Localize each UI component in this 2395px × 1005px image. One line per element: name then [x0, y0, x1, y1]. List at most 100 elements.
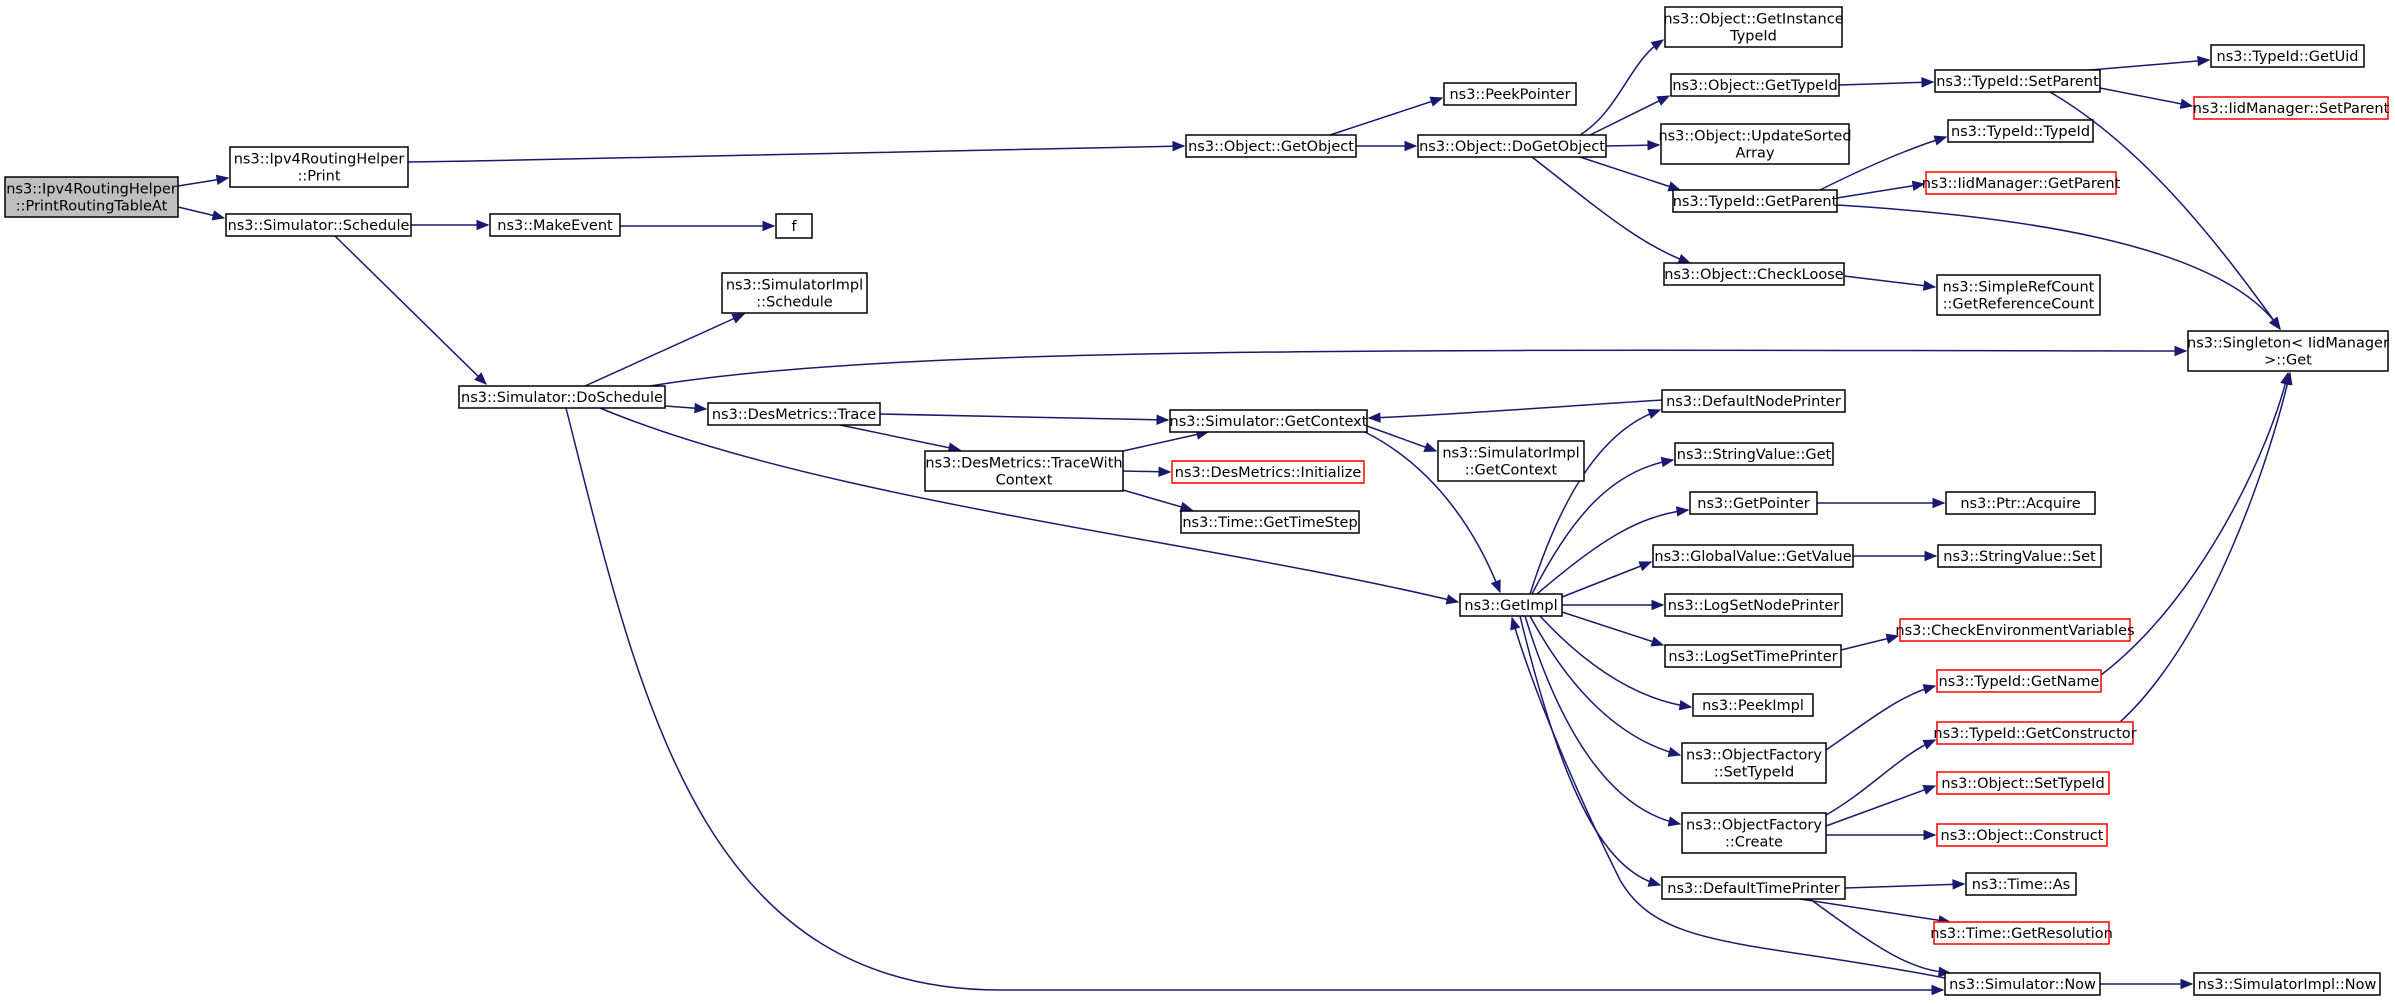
edge-getimpl-to-objfactcreate — [1524, 615, 1682, 827]
node-getrefcount[interactable]: ns3::SimpleRefCount::GetReferenceCount — [1936, 274, 2101, 316]
node-label: ns3::Object::GetInstance — [1663, 12, 1843, 28]
node-destrace[interactable]: ns3::DesMetrics::Trace — [707, 402, 881, 426]
edge-deftimeprinter-to-timegetres — [1799, 898, 1952, 926]
node-ptracquire[interactable]: ns3::Ptr::Acquire — [1945, 491, 2096, 515]
node-label: ns3::Ipv4RoutingHelper — [234, 152, 405, 168]
edge-line — [1329, 97, 1443, 136]
edge-getobject-to-dogetobject — [1356, 140, 1418, 152]
node-gettimestep[interactable]: ns3::Time::GetTimeStep — [1180, 510, 1360, 534]
node-label: ns3::DesMetrics::Initialize — [1175, 465, 1362, 481]
node-getimpl[interactable]: ns3::GetImpl — [1459, 593, 1563, 617]
edge-arrowhead — [211, 210, 226, 221]
node-box — [1169, 409, 1368, 433]
node-strvalget[interactable]: ns3::StringValue::Get — [1674, 442, 1834, 466]
node-typeidgetctor[interactable]: ns3::TypeId::GetConstructor — [1933, 721, 2137, 745]
node-label: ns3::Object::DoGetObject — [1419, 139, 1605, 155]
node-label: ns3::GlobalValue::GetValue — [1654, 549, 1851, 565]
edge-line — [599, 407, 1459, 603]
node-label: ns3::Time::As — [1972, 877, 2070, 893]
node-box — [721, 272, 868, 314]
node-deftimeprinter[interactable]: ns3::DefaultTimePrinter — [1661, 876, 1846, 900]
node-schedule[interactable]: ns3::Simulator::Schedule — [225, 213, 412, 237]
node-getcontext[interactable]: ns3::Simulator::GetContext — [1169, 409, 1368, 433]
node-typeidgetparent[interactable]: ns3::TypeId::GetParent — [1672, 189, 1838, 213]
edge-ipv4print-to-getobject — [407, 140, 1186, 163]
node-label: TypeId — [1729, 29, 1777, 45]
edge-schedule-to-doschedule — [334, 235, 487, 385]
edge-line — [1561, 611, 1664, 646]
edge-getimpl-to-deftimeprinter — [1519, 615, 1662, 887]
node-timegetres[interactable]: ns3::Time::GetResolution — [1930, 921, 2113, 945]
edge-line — [2049, 91, 2281, 330]
node-f[interactable]: f — [775, 213, 813, 239]
node-root[interactable]: ns3::Ipv4RoutingHelper::PrintRoutingTabl… — [4, 176, 179, 218]
node-typeidctor[interactable]: ns3::TypeId::TypeId — [1947, 119, 2094, 143]
node-getuid[interactable]: ns3::TypeId::GetUid — [2210, 44, 2365, 68]
node-setparent[interactable]: ns3::TypeId::SetParent — [1934, 69, 2101, 93]
edge-arrowhead — [1404, 140, 1418, 152]
node-checkloose[interactable]: ns3::Object::CheckLoose — [1663, 262, 1845, 286]
node-label: ns3::DesMetrics::TraceWith — [925, 456, 1122, 472]
node-box — [1899, 618, 2131, 642]
node-iidsetparent[interactable]: ns3::IidManager::SetParent — [2193, 96, 2390, 120]
node-box — [2210, 44, 2365, 68]
edge-line — [1531, 459, 1674, 595]
node-objfactcreate[interactable]: ns3::ObjectFactory::Create — [1681, 812, 1827, 854]
node-defnodeprinter[interactable]: ns3::DefaultNodePrinter — [1661, 389, 1846, 413]
node-box — [1947, 119, 2094, 143]
edge-root-to-ipv4print — [177, 174, 230, 187]
node-strvalset[interactable]: ns3::StringValue::Set — [1937, 544, 2102, 568]
edge-arrowhead — [1931, 984, 1945, 996]
node-objgettypeid[interactable]: ns3::Object::GetTypeId — [1670, 73, 1840, 97]
node-simnow[interactable]: ns3::Simulator::Now — [1944, 972, 2101, 996]
node-label: ns3::Time::GetTimeStep — [1182, 515, 1357, 531]
node-label: ::Create — [1725, 835, 1783, 851]
node-box — [1936, 721, 2134, 745]
node-getobject[interactable]: ns3::Object::GetObject — [1185, 134, 1357, 158]
edge-line — [1368, 399, 1663, 419]
node-box — [1692, 693, 1814, 717]
node-objsettypeid[interactable]: ns3::Object::SetTypeId — [1936, 771, 2110, 795]
node-simimplsched[interactable]: ns3::SimulatorImpl::Schedule — [721, 272, 868, 314]
node-timeas[interactable]: ns3::Time::As — [1965, 872, 2077, 896]
node-logsetnode[interactable]: ns3::LogSetNodePrinter — [1664, 593, 1843, 617]
node-label: ns3::SimulatorImpl — [726, 278, 863, 294]
node-globalvalget[interactable]: ns3::GlobalValue::GetValue — [1652, 544, 1854, 568]
edge-destrace-to-destracectx — [839, 424, 962, 453]
edge-arrowhead — [1490, 579, 1501, 594]
node-iidgetparent[interactable]: ns3::IidManager::GetParent — [1922, 171, 2121, 195]
node-label: ns3::TypeId::GetUid — [2217, 49, 2359, 65]
node-logsettime[interactable]: ns3::LogSetTimePrinter — [1664, 644, 1842, 668]
node-box — [1180, 510, 1360, 534]
node-objconstruct[interactable]: ns3::Object::Construct — [1936, 823, 2108, 847]
node-label: ns3::SimulatorImpl — [1442, 446, 1579, 462]
node-ipv4print[interactable]: ns3::Ipv4RoutingHelper::Print — [229, 146, 409, 188]
node-typeidgetname[interactable]: ns3::TypeId::GetName — [1936, 669, 2102, 693]
node-makeevent[interactable]: ns3::MakeEvent — [489, 213, 621, 237]
node-label: ns3::ObjectFactory — [1686, 818, 1822, 834]
node-desinit[interactable]: ns3::DesMetrics::Initialize — [1171, 460, 1365, 484]
node-singleton[interactable]: ns3::Singleton< IidManager>::Get — [2187, 330, 2389, 372]
node-label: ns3::TypeId::SetParent — [1936, 74, 2099, 90]
edge-getcontext-to-getimpl — [1364, 431, 1501, 594]
node-peekpointer[interactable]: ns3::PeekPointer — [1443, 82, 1577, 106]
node-label: ::GetReferenceCount — [1943, 297, 2095, 313]
edge-line — [1809, 898, 1951, 974]
node-getpointer[interactable]: ns3::GetPointer — [1689, 491, 1818, 515]
node-box — [1944, 972, 2101, 996]
node-objfactsettype[interactable]: ns3::ObjectFactory::SetTypeId — [1681, 742, 1827, 784]
edge-arrowhead — [1172, 140, 1186, 152]
node-dogetobject[interactable]: ns3::Object::DoGetObject — [1417, 134, 1607, 158]
node-peekimpl[interactable]: ns3::PeekImpl — [1692, 693, 1814, 717]
edge-arrowhead — [694, 402, 708, 414]
node-simimplnow[interactable]: ns3::SimulatorImpl::Now — [2193, 972, 2381, 996]
node-box — [1934, 69, 2101, 93]
node-box — [1171, 460, 1365, 484]
node-simimplgetctx[interactable]: ns3::SimulatorImpl::GetContext — [1437, 440, 1585, 482]
node-doschedule[interactable]: ns3::Simulator::DoSchedule — [458, 385, 666, 409]
edge-getimpl-to-globalvalget — [1561, 561, 1653, 598]
node-checkenv[interactable]: ns3::CheckEnvironmentVariables — [1895, 618, 2135, 642]
